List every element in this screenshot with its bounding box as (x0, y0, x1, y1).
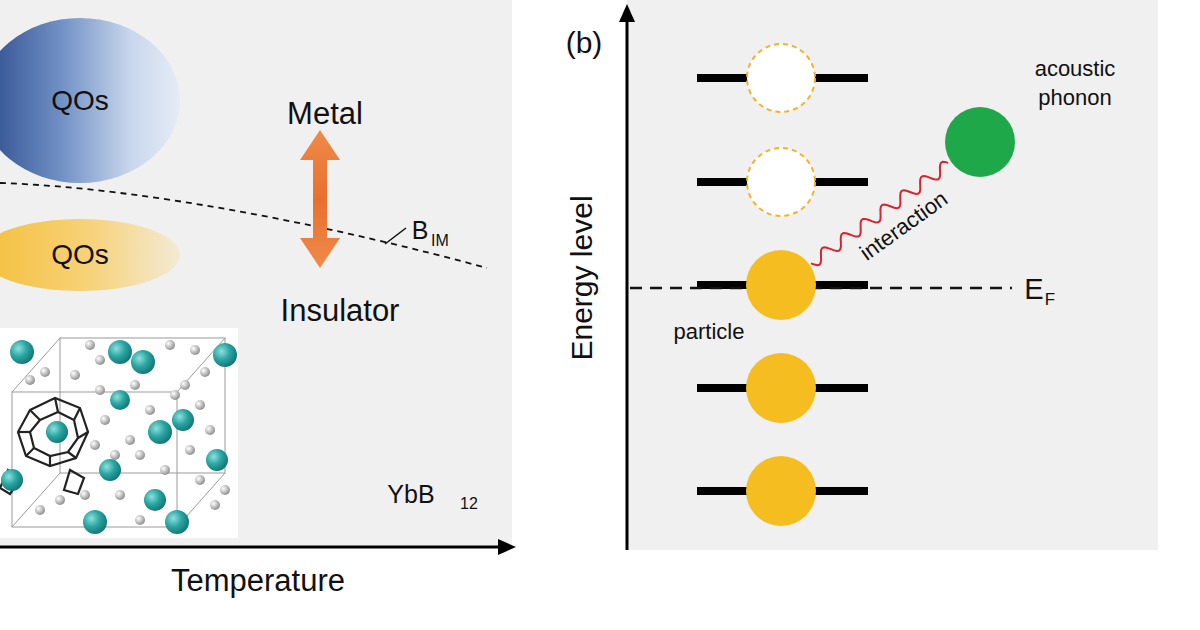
node-text: particle (654, 318, 764, 347)
unit-cell (12, 338, 225, 527)
phonon-circle: acoustic phonon (945, 107, 1015, 177)
leader-line (385, 228, 406, 244)
subscript-label: IM (431, 233, 449, 249)
boron-cage (0, 398, 88, 494)
fermi-line (630, 287, 1012, 290)
energy-levels (697, 74, 868, 495)
filled-state (746, 353, 816, 423)
axis-title: Energy level (567, 195, 597, 360)
yb-atoms (1, 340, 237, 534)
crystal-inset (0, 328, 238, 538)
double-arrow (300, 130, 340, 268)
axis-arrowhead (498, 539, 516, 555)
formula-label: YbB (387, 482, 434, 507)
symbol-label: B (412, 218, 429, 243)
empty-state (747, 148, 815, 216)
axis-title: Temperature (171, 565, 345, 596)
filled-state (746, 456, 816, 526)
panel-b-ground (627, 0, 1158, 550)
temperature-axis (0, 546, 500, 549)
boron-atoms (25, 340, 230, 525)
axis-arrowhead (619, 4, 635, 22)
node-text: QOs (51, 85, 109, 117)
particle-circle: particle (746, 250, 816, 320)
subscript-label: F (1045, 291, 1055, 308)
subscript-label: 12 (460, 496, 478, 512)
symbol-label: E (1024, 275, 1043, 304)
node-text: acoustic phonon (1005, 55, 1145, 112)
panel-label: (b) (566, 28, 603, 58)
node-text: QOs (51, 239, 109, 271)
state-label: Insulator (281, 295, 400, 326)
state-label: Metal (287, 98, 363, 129)
energy-axis (626, 20, 629, 550)
empty-state (747, 44, 815, 112)
